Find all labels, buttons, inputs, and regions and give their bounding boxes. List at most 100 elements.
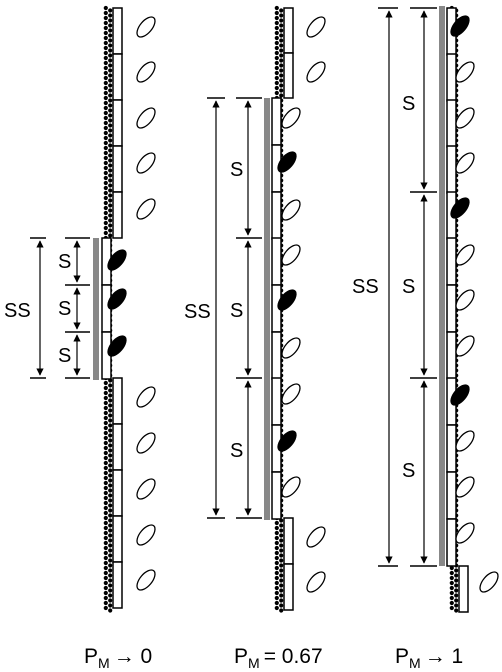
actin-bead	[103, 470, 108, 476]
s-label: S	[58, 298, 71, 320]
ss-label: SS	[352, 276, 379, 298]
myosin-head-active	[107, 288, 127, 310]
actin-bead	[103, 55, 108, 61]
superrelaxed-bar	[93, 238, 99, 380]
pm-caption: PM= 0.67	[234, 645, 323, 671]
pm-caption: PM→ 1	[395, 645, 463, 671]
myosin-segment	[271, 191, 282, 240]
actin-bead	[108, 58, 113, 63]
myosin-segment	[112, 377, 123, 425]
myosin-segment	[112, 469, 123, 517]
actin-bead	[454, 608, 459, 613]
actin-bead	[108, 163, 113, 168]
actin-bead	[108, 208, 113, 213]
actin-bead	[103, 40, 108, 46]
actin-bead	[103, 120, 108, 126]
myosin-head-relaxed	[455, 476, 475, 498]
actin-bead	[449, 580, 454, 586]
actin-bead	[108, 503, 113, 508]
actin-bead	[103, 585, 108, 591]
actin-bead	[279, 553, 284, 558]
actin-bead	[108, 8, 113, 13]
actin-bead	[108, 143, 113, 148]
myosin-head-relaxed	[455, 522, 475, 544]
actin-bead	[108, 593, 113, 598]
actin-bead	[103, 465, 108, 471]
actin-bead	[449, 565, 454, 571]
actin-bead	[449, 605, 454, 611]
caption-subscript: M	[248, 655, 260, 671]
actin-bead	[103, 230, 108, 236]
actin-bead	[279, 23, 284, 28]
myosin-segment	[112, 515, 123, 563]
actin-bead	[279, 603, 284, 608]
actin-bead	[108, 98, 113, 103]
actin-bead	[108, 513, 113, 518]
actin-bead	[103, 590, 108, 596]
actin-bead	[274, 20, 279, 26]
myosin-segment	[446, 237, 457, 286]
actin-bead	[108, 103, 113, 108]
actin-bead	[108, 23, 113, 28]
actin-bead	[103, 100, 108, 106]
caption-p: P	[395, 645, 409, 668]
actin-bead	[274, 555, 279, 561]
actin-bead	[108, 588, 113, 593]
ss-bracket	[207, 97, 225, 519]
actin-bead	[449, 595, 454, 601]
actin-bead	[279, 13, 284, 18]
actin-bead	[454, 598, 459, 603]
actin-bead	[279, 578, 284, 583]
actin-bead	[279, 573, 284, 578]
caption-value: → 0	[114, 645, 153, 668]
myosin-head-relaxed	[281, 244, 301, 266]
actin-bead	[279, 528, 284, 533]
myosin-segment	[112, 561, 123, 609]
actin-bead	[108, 428, 113, 433]
actin-bead	[108, 423, 113, 428]
actin-bead	[454, 568, 459, 573]
actin-bead	[108, 198, 113, 203]
actin-bead	[274, 10, 279, 16]
myosin-boxes	[271, 7, 294, 611]
actin-bead	[108, 398, 113, 403]
actin-bead	[108, 233, 113, 238]
actin-bead	[454, 583, 459, 588]
actin-bead	[274, 530, 279, 536]
actin-bead	[103, 605, 108, 611]
actin-bead	[108, 583, 113, 588]
actin-bead	[108, 518, 113, 523]
myosin-head-relaxed	[306, 16, 326, 38]
actin-bead	[108, 118, 113, 123]
myosin-head-relaxed	[136, 198, 156, 220]
myosin-head-relaxed	[136, 16, 156, 38]
actin-bead	[103, 10, 108, 16]
actin-bead	[103, 20, 108, 26]
actin-bead	[103, 480, 108, 486]
actin-bead	[279, 548, 284, 553]
actin-bead	[279, 28, 284, 33]
actin-bead	[274, 35, 279, 41]
actin-bead	[108, 108, 113, 113]
actin-bead	[279, 568, 284, 573]
actin-bead	[103, 525, 108, 531]
actin-bead	[108, 168, 113, 173]
actin-bead	[108, 473, 113, 478]
myosin-segment	[446, 145, 457, 194]
actin-bead	[274, 525, 279, 531]
actin-bead	[279, 68, 284, 73]
myosin-head-relaxed	[455, 61, 475, 83]
actin-bead	[279, 608, 284, 613]
myosin-segment	[283, 517, 294, 565]
myosin-head-active	[277, 151, 297, 173]
actin-bead	[454, 573, 459, 578]
myosin-segment	[446, 471, 457, 520]
actin-bead	[274, 545, 279, 551]
actin-bead	[274, 75, 279, 81]
myosin-head-relaxed	[281, 107, 301, 129]
actin-bead	[454, 593, 459, 598]
actin-bead	[103, 35, 108, 41]
actin-bead	[108, 153, 113, 158]
actin-bead	[279, 593, 284, 598]
actin-bead	[103, 570, 108, 576]
